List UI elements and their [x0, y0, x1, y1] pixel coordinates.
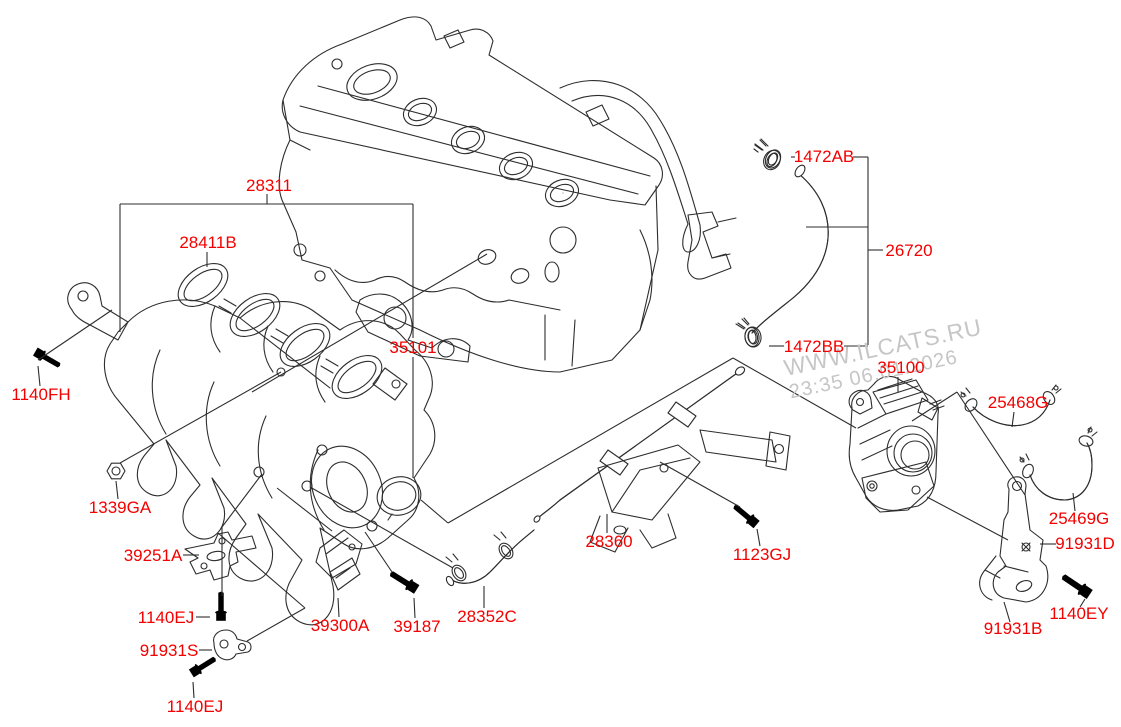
- leader-line: [1003, 601, 1011, 623]
- leader-line: [1072, 492, 1076, 512]
- intake-manifold-drawing: [67, 282, 436, 626]
- relation-line: [911, 391, 958, 422]
- relation-line: [364, 531, 393, 573]
- part-label-25468g[interactable]: 25468G: [988, 393, 1049, 412]
- relation-line: [251, 253, 488, 393]
- relation-line: [926, 496, 1009, 541]
- relation-line: [659, 461, 741, 508]
- relation-line: [221, 473, 263, 528]
- manifold-gasket-drawing-28411b: [177, 263, 383, 399]
- part-labels-layer: 28311 28411B 35101 1140FH 1339GA 39251A 1140EJ…: [11, 147, 1114, 716]
- relation-lines-layer: [37, 253, 1026, 642]
- leader-line: [115, 480, 119, 500]
- leader-line: [1079, 598, 1086, 608]
- relation-line: [276, 487, 333, 532]
- relation-line: [956, 391, 1026, 496]
- clamp-icon-1472ab: [754, 139, 781, 171]
- relation-line: [309, 486, 454, 569]
- bracket-drawing-91931: [979, 476, 1049, 603]
- hose-drawing-28352c: [445, 529, 535, 587]
- bolt-icon-1140fh: [32, 346, 63, 371]
- part-label-1339ga[interactable]: 1339GA: [89, 498, 152, 517]
- part-label-39187[interactable]: 39187: [393, 617, 440, 636]
- part-label-35101[interactable]: 35101: [389, 338, 436, 357]
- relation-line: [447, 357, 734, 524]
- hose-drawing-25469g: [1019, 426, 1098, 501]
- leader-line: [37, 365, 41, 387]
- throttle-gasket-drawing-35101: [376, 476, 422, 521]
- part-label-35100[interactable]: 35100: [877, 358, 924, 377]
- part-label-1472bb[interactable]: 1472BB: [784, 337, 845, 356]
- bolt-icon-1123gj: [730, 501, 761, 530]
- part-label-39251a[interactable]: 39251A: [124, 546, 183, 565]
- relation-line: [217, 532, 306, 609]
- throttle-body-drawing-35100: [848, 375, 945, 513]
- part-label-91931d[interactable]: 91931D: [1055, 534, 1115, 553]
- part-label-1140ey[interactable]: 1140EY: [1049, 604, 1108, 623]
- part-label-25469g[interactable]: 25469G: [1049, 509, 1110, 528]
- bolt-icon-1140ey: [1058, 570, 1094, 601]
- leader-line: [413, 597, 416, 619]
- bracket-drawing-91931s: [213, 629, 252, 661]
- hose-drawing-25468g: [960, 384, 1062, 427]
- map-sensor-drawing-39300a: [315, 529, 363, 591]
- part-label-1140fh[interactable]: 1140FH: [11, 385, 70, 404]
- leader-line: [756, 528, 761, 547]
- part-label-28352c[interactable]: 28352C: [457, 607, 517, 626]
- leader-lines-layer: [37, 156, 1086, 699]
- part-label-26720[interactable]: 26720: [885, 241, 932, 260]
- part-label-91931s[interactable]: 91931S: [140, 641, 199, 660]
- part-label-1123gj[interactable]: 1123GJ: [733, 545, 791, 564]
- relation-line: [37, 309, 113, 361]
- leader-line: [192, 681, 195, 699]
- part-label-28411b[interactable]: 28411B: [179, 233, 236, 252]
- leader-line: [337, 597, 340, 618]
- relation-line: [732, 357, 857, 429]
- part-label-39300a[interactable]: 39300A: [311, 616, 370, 635]
- leader-line: [1011, 411, 1015, 428]
- relation-line: [420, 499, 449, 524]
- engine-drawing: [278, 16, 737, 373]
- part-label-1472ab[interactable]: 1472AB: [794, 147, 855, 166]
- part-label-91931b[interactable]: 91931B: [984, 619, 1043, 638]
- pcv-tube-drawing-28360: [533, 366, 791, 553]
- part-label-28311[interactable]: 28311: [246, 176, 292, 195]
- nut-icon-1339ga: [106, 462, 126, 480]
- part-label-28360[interactable]: 28360: [585, 532, 632, 551]
- clamp-icon-1472bb: [737, 317, 762, 348]
- relation-line: [119, 371, 282, 464]
- part-label-1140ej[interactable]: 1140EJ: [138, 608, 194, 627]
- hose-drawing-26720: [735, 138, 829, 348]
- bolt-icon-1140ej-upper: [215, 591, 227, 621]
- part-label-1140ej[interactable]: 1140EJ: [167, 697, 223, 716]
- relation-line: [246, 607, 306, 642]
